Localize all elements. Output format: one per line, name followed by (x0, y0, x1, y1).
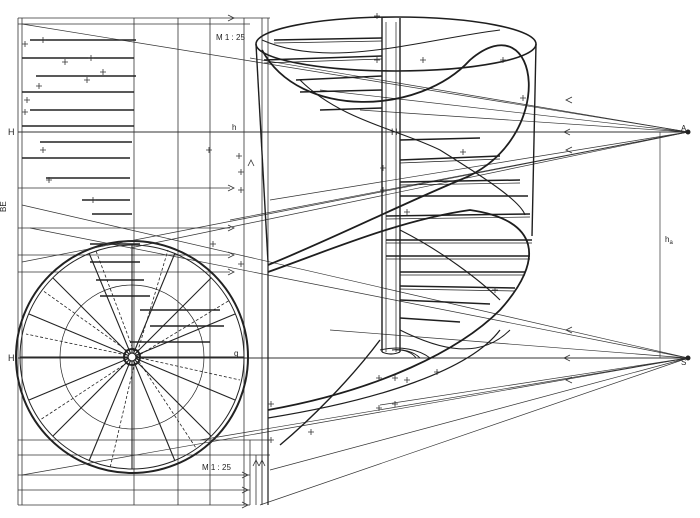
eye-height-subscript: a (669, 240, 673, 246)
picture-plane-label: BE (0, 201, 8, 212)
eye-height-label: ha (665, 235, 673, 246)
ground-label-left: H (8, 353, 15, 363)
station-point-marker (685, 355, 691, 361)
scale-label-bottom: M 1 : 25 (202, 463, 231, 472)
scale-label-top: M 1 : 25 (216, 33, 245, 42)
eye-point-label: A (681, 124, 687, 133)
ground-line-label: g (234, 349, 238, 358)
drawing-labels: M 1 : 25 M 1 : 25 H h H H g A S ha BE (0, 33, 687, 472)
perspective-staircase (255, 16, 537, 505)
construction-arrows (227, 14, 573, 509)
horizon-line-label: h (232, 123, 236, 132)
measurement-ticks (22, 13, 526, 443)
perspective-treads (263, 37, 532, 323)
plan-tread-offsets (25, 249, 241, 469)
eye-point-marker (685, 129, 691, 135)
elevation-treads (22, 39, 224, 343)
station-point-label: S (681, 358, 686, 367)
horizon-label-mid: H (391, 127, 398, 137)
projection-points (685, 129, 691, 361)
plan-view (15, 240, 249, 474)
tread-nosings (263, 40, 532, 292)
vanishing-rays (21, 23, 689, 506)
horizon-label-left: H (8, 127, 15, 137)
plan-treads (20, 245, 244, 469)
